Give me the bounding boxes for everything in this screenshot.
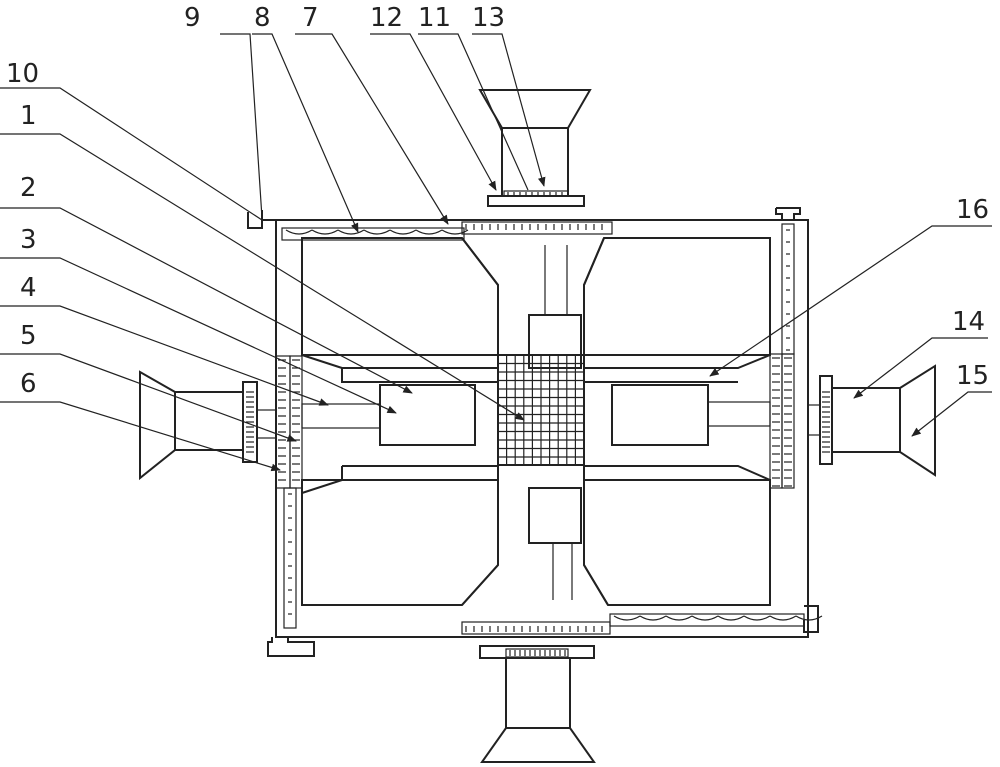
callout-labels: 1 2 3 4 5 6 7 8 9 10 11 12 13 14 15 16: [6, 3, 989, 399]
central-mesh-grid: [497, 354, 585, 466]
callout-4: 4: [20, 273, 37, 303]
callout-10: 10: [6, 59, 39, 89]
left-motor: [301, 384, 476, 446]
horizontal-channel: [301, 354, 771, 494]
lower-left-chamber: [301, 479, 499, 606]
leader-lines: [0, 33, 992, 472]
right-fan-unit: [807, 364, 936, 477]
right-filter-strip: [769, 353, 795, 489]
callout-6: 6: [20, 369, 37, 399]
callout-1: 1: [20, 101, 37, 131]
lower-right-chamber: [583, 479, 771, 606]
bottom-sliding-screen: [461, 613, 805, 635]
callout-9: 9: [184, 3, 201, 33]
mesh-hatching: [246, 192, 830, 656]
upper-right-chamber: [583, 237, 771, 356]
callout-2: 2: [20, 173, 37, 203]
central-vertical-channel: [461, 237, 609, 606]
callout-13: 13: [472, 3, 505, 33]
callout-5: 5: [20, 321, 37, 351]
callout-16: 16: [956, 195, 989, 225]
corner-brackets: [247, 207, 819, 657]
top-sliding-screen: [281, 221, 613, 241]
callout-11: 11: [418, 3, 451, 33]
callout-7: 7: [302, 3, 319, 33]
callout-14: 14: [952, 307, 985, 337]
right-motor: [611, 384, 771, 446]
bottom-outlet: [479, 645, 596, 763]
callout-12: 12: [370, 3, 403, 33]
left-lower-screen: [283, 487, 297, 629]
upper-left-chamber: [301, 237, 499, 356]
callout-8: 8: [254, 3, 271, 33]
callout-3: 3: [20, 225, 37, 255]
top-inlet-hopper: [478, 89, 592, 207]
right-upper-screen: [781, 223, 795, 355]
callout-15: 15: [956, 361, 989, 391]
